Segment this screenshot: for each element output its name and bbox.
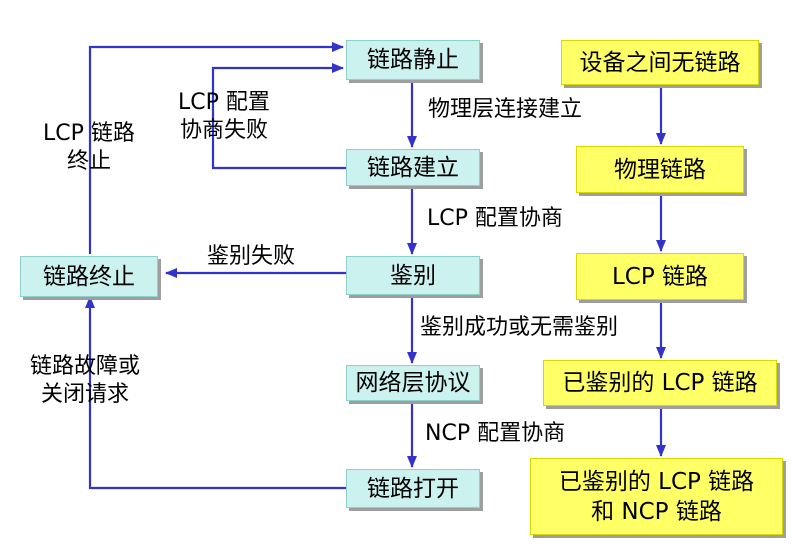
label-lcp-negotiation-failed: LCP 配置 协商失败: [163, 89, 285, 145]
state-authenticate-label: 鉴别: [390, 262, 436, 289]
label-link-fault: 链路故障或 关闭请求: [20, 353, 150, 409]
state-link-dead-label: 链路静止: [367, 47, 459, 73]
label-lcp-negotiation: LCP 配置协商: [427, 206, 563, 231]
state-link-establish: 链路建立: [346, 149, 480, 186]
state-network-protocol-label: 网络层协议: [355, 370, 471, 396]
label-lcp-negotiation-failed-line1: LCP 配置: [178, 90, 270, 115]
layer-lcp-link-label: LCP 链路: [611, 263, 709, 290]
layer-physical-link-label: 物理链路: [614, 156, 706, 183]
label-lcp-negotiation-failed-line2: 协商失败: [179, 118, 268, 143]
label-lcp-link-terminated-line1: LCP 链路: [43, 121, 135, 146]
state-link-establish-label: 链路建立: [367, 154, 459, 181]
state-authenticate: 鉴别: [346, 256, 480, 295]
layer-no-link-label: 设备之间无链路: [579, 49, 741, 76]
label-link-fault-line2: 关闭请求: [40, 382, 129, 407]
layer-physical-link: 物理链路: [576, 146, 744, 193]
label-lcp-link-terminated: LCP 链路 终止: [28, 120, 150, 176]
layer-authenticated-lcp-label: 已鉴别的 LCP 链路: [562, 370, 758, 396]
state-link-open: 链路打开: [346, 469, 480, 508]
label-auth-ok: 鉴别成功或无需鉴别: [420, 315, 619, 340]
label-ncp-negotiation: NCP 配置协商: [425, 421, 566, 446]
layer-authenticated-lcp-ncp-line2: 和 NCP 链路: [591, 498, 722, 525]
arrow-establish-to-dead: [211, 63, 346, 170]
label-lcp-link-terminated-line2: 终止: [66, 149, 111, 174]
state-link-dead: 链路静止: [346, 40, 480, 80]
label-link-fault-line1: 链路故障或: [29, 354, 140, 379]
layer-authenticated-lcp-ncp: 已鉴别的 LCP 链路 和 NCP 链路: [530, 458, 783, 535]
state-link-open-label: 链路打开: [367, 475, 459, 502]
layer-no-link: 设备之间无链路: [561, 40, 759, 85]
state-link-terminate-label: 链路终止: [43, 263, 135, 290]
arrow-terminate-to-dead: [88, 42, 344, 254]
label-auth-failed: 鉴别失败: [207, 244, 296, 269]
layer-authenticated-lcp-ncp-line1: 已鉴别的 LCP 链路: [558, 468, 755, 495]
state-network-protocol: 网络层协议: [346, 365, 480, 401]
label-physical-established: 物理层连接建立: [428, 97, 583, 122]
state-link-terminate: 链路终止: [20, 256, 158, 297]
layer-lcp-link: LCP 链路: [576, 253, 744, 300]
arrow-open-to-terminate: [85, 296, 346, 490]
layer-authenticated-lcp: 已鉴别的 LCP 链路: [543, 360, 777, 406]
